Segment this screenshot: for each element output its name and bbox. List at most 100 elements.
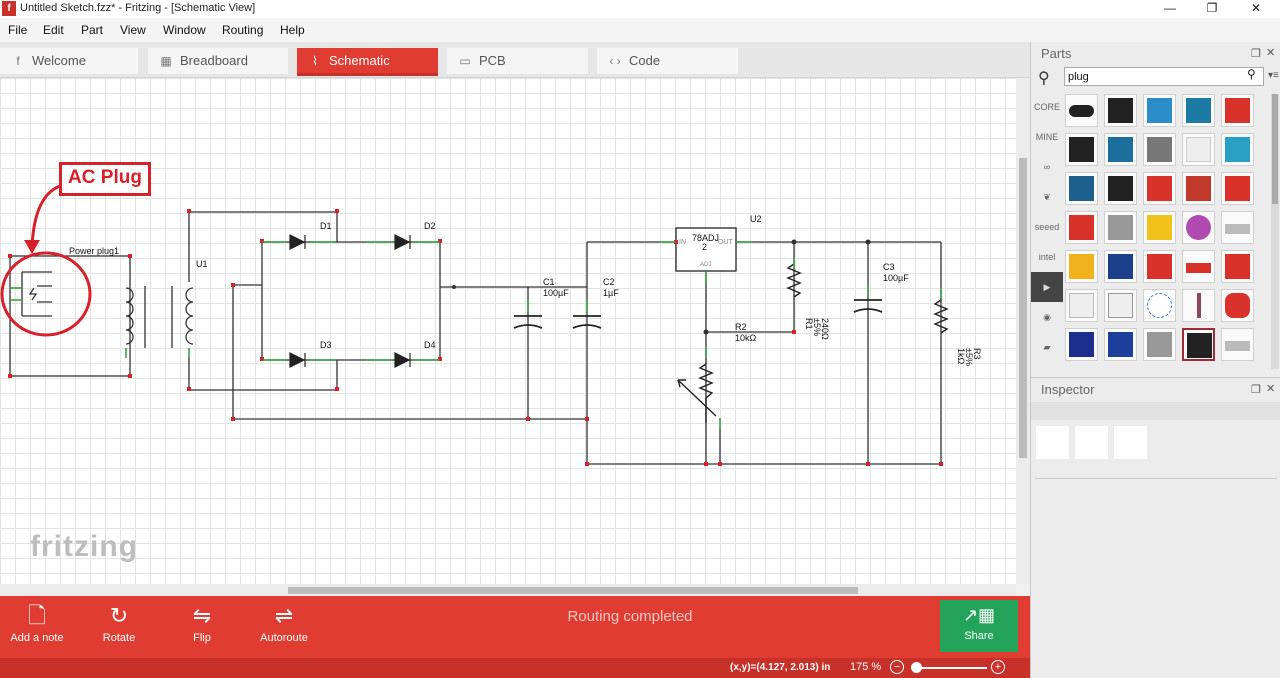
float-icon[interactable]: ❐ (1251, 384, 1261, 396)
autoroute-label: Autoroute (260, 632, 308, 644)
parts-scroll-thumb[interactable] (1272, 94, 1278, 204)
bin-snootlab[interactable]: ◉ (1043, 312, 1051, 322)
part-tile[interactable] (1221, 211, 1254, 244)
part-tile[interactable] (1221, 94, 1254, 127)
rotate-button[interactable]: ↻ Rotate (84, 602, 154, 644)
close-icon[interactable]: ✕ (1266, 47, 1276, 59)
parts-search-input[interactable] (1064, 67, 1264, 86)
part-tile[interactable] (1104, 250, 1137, 283)
zoom-slider[interactable] (912, 667, 987, 669)
restore-icon[interactable]: ❐ (1206, 1, 1218, 15)
schematic-diagram[interactable]: Power plug1 U1 D1 D2 D3 D4 C1 100µF C2 1… (0, 78, 1016, 584)
wire-gnd-loop (232, 285, 587, 420)
menu-part[interactable]: Part (81, 23, 104, 37)
part-tile[interactable] (1143, 211, 1176, 244)
search-icon[interactable]: ⚲ (1038, 70, 1050, 87)
bin-arduino[interactable]: ∞ (1043, 162, 1051, 172)
canvas-horizontal-scrollbar[interactable] (0, 584, 1016, 596)
part-tile[interactable] (1065, 133, 1098, 166)
part-tile[interactable] (1221, 133, 1254, 166)
minimize-icon[interactable]: — (1164, 1, 1176, 15)
diode-d1[interactable] (289, 234, 306, 250)
bin-intel[interactable]: intel (1038, 252, 1056, 262)
diode-d4[interactable] (394, 352, 411, 368)
part-tile[interactable] (1104, 94, 1137, 127)
tab-pcb[interactable]: ▭PCB (447, 48, 588, 74)
part-tile[interactable] (1104, 133, 1137, 166)
fritzing-app-icon: f (2, 1, 16, 16)
horizontal-scroll-thumb[interactable] (288, 587, 858, 594)
menu-help[interactable]: Help (280, 23, 305, 37)
part-tile[interactable] (1104, 328, 1137, 361)
menu-edit[interactable]: Edit (43, 23, 64, 37)
menu-view[interactable]: View (120, 23, 146, 37)
bin-seeed[interactable]: seeed (1034, 222, 1060, 232)
search-menu-icon[interactable]: ▾≡ (1268, 70, 1279, 81)
parts-scrollbar[interactable] (1271, 94, 1279, 369)
part-tile[interactable] (1182, 289, 1215, 322)
part-tile[interactable] (1143, 94, 1176, 127)
menu-file[interactable]: File (8, 23, 28, 37)
part-tile[interactable] (1221, 328, 1254, 361)
part-tile[interactable] (1182, 250, 1215, 283)
part-tile[interactable] (1104, 289, 1137, 322)
close-icon[interactable]: ✕ (1250, 1, 1262, 15)
tab-code[interactable]: ‹ ›Code (597, 48, 738, 74)
part-tile[interactable] (1182, 133, 1215, 166)
bin-search[interactable]: ▶ (1031, 272, 1063, 302)
part-tile[interactable] (1065, 289, 1098, 322)
vertical-scroll-thumb[interactable] (1019, 158, 1027, 458)
bin-core[interactable]: CORE (1033, 102, 1060, 112)
part-tile[interactable] (1182, 172, 1215, 205)
diode-d3[interactable] (289, 352, 306, 368)
part-tile[interactable] (1143, 172, 1176, 205)
part-tile[interactable] (1104, 172, 1137, 205)
part-tile[interactable] (1104, 211, 1137, 244)
menu-routing[interactable]: Routing (222, 23, 264, 37)
part-tile[interactable] (1143, 133, 1176, 166)
part-tile[interactable] (1182, 211, 1215, 244)
canvas-vertical-scrollbar[interactable] (1016, 78, 1030, 584)
diode-d2[interactable] (394, 234, 411, 250)
part-tile[interactable] (1065, 250, 1098, 283)
part-tile[interactable] (1065, 172, 1098, 205)
tab-schematic[interactable]: ⌇Schematic (297, 48, 438, 74)
part-tile[interactable] (1221, 172, 1254, 205)
tab-breadboard[interactable]: ▦Breadboard (148, 48, 288, 74)
add-note-button[interactable]: 🗋 Add a note (2, 602, 72, 644)
resistor-r3[interactable] (933, 299, 949, 334)
bin-fritzing[interactable]: ❦ (1043, 192, 1051, 202)
zoom-out-icon[interactable]: − (890, 660, 904, 674)
potentiometer-r2[interactable] (698, 363, 714, 423)
part-tile-selected[interactable] (1182, 328, 1215, 361)
search-go-icon[interactable]: ⚲ (1247, 67, 1256, 81)
zoom-in-icon[interactable]: + (991, 660, 1005, 674)
zoom-slider-handle[interactable] (911, 662, 922, 673)
part-tile[interactable] (1221, 250, 1254, 283)
part-tile[interactable] (1143, 289, 1176, 322)
close-icon[interactable]: ✕ (1266, 383, 1276, 395)
part-tile[interactable] (1221, 289, 1254, 322)
part-tile[interactable] (1143, 250, 1176, 283)
float-icon[interactable]: ❐ (1251, 48, 1261, 60)
menu-window[interactable]: Window (163, 23, 206, 37)
window-title: Untitled Sketch.fzz* - Fritzing - [Schem… (20, 2, 256, 14)
label-r1-tol: ±5% (812, 318, 822, 336)
schematic-canvas[interactable]: Power plug1 U1 D1 D2 D3 D4 C1 100µF C2 1… (0, 78, 1016, 584)
part-tile[interactable] (1143, 328, 1176, 361)
part-tile[interactable] (1065, 328, 1098, 361)
part-tile[interactable] (1182, 94, 1215, 127)
flip-icon: ⇋ (192, 603, 212, 628)
label-c2-name: C2 (603, 277, 615, 287)
share-button[interactable]: ↗▦ Share (940, 600, 1018, 652)
bin-mine[interactable]: MINE (1035, 132, 1059, 142)
resistor-r1[interactable] (786, 263, 802, 298)
rotate-icon: ↻ (109, 603, 129, 628)
flip-button[interactable]: ⇋ Flip (167, 602, 237, 644)
bin-more[interactable]: ▰ (1043, 342, 1051, 352)
part-tile[interactable] (1065, 211, 1098, 244)
autoroute-button[interactable]: ⇌ Autoroute (249, 602, 319, 644)
part-tile[interactable] (1065, 94, 1098, 127)
